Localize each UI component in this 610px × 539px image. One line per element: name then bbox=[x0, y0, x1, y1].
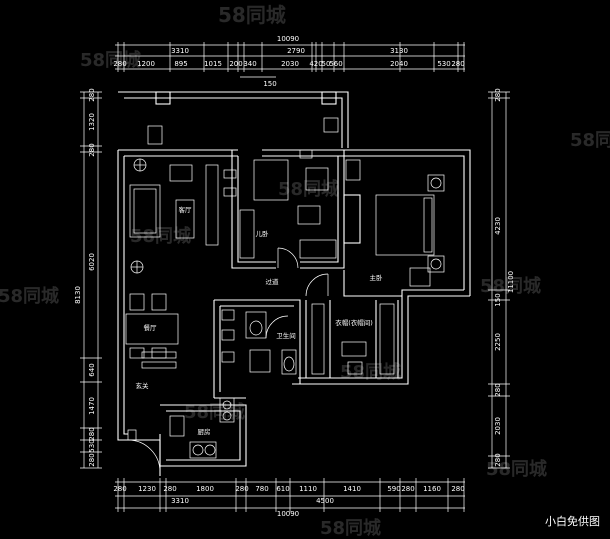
top-dim-segment: 560 bbox=[329, 60, 342, 68]
right-dim-segment: 280 bbox=[494, 88, 502, 101]
right-dim-segment: 2250 bbox=[494, 333, 502, 351]
sofa bbox=[129, 184, 161, 238]
left-dim-segment: 1470 bbox=[88, 397, 96, 415]
watermark-group: 58同城 58同城 58同城 58同城 58同城 58同城 58同城 58同城 … bbox=[0, 3, 610, 539]
room-label-dining: 餐厅 bbox=[144, 323, 158, 332]
coffee-table bbox=[175, 199, 195, 239]
top-dim-segment: 50 bbox=[322, 60, 331, 68]
left-dim-segment: 6020 bbox=[88, 253, 96, 271]
watermark-text: 58同城 bbox=[0, 285, 59, 307]
room-label-bathroom: 卫生间 bbox=[276, 331, 296, 340]
bottom-dim-segment: 1230 bbox=[138, 485, 156, 493]
right-dimension-lines bbox=[488, 91, 510, 469]
top-dim-segment: 2030 bbox=[281, 60, 299, 68]
watermark-text: 58同城 bbox=[130, 225, 191, 247]
bottom-dim-segment: 780 bbox=[255, 485, 268, 493]
watermark-text: 58同城 bbox=[184, 401, 245, 423]
left-dim-segment: 1320 bbox=[88, 113, 96, 131]
right-dim-segment: 150 bbox=[494, 293, 502, 306]
top-sub-dim: 150 bbox=[263, 80, 276, 88]
top-dim-3: 3130 bbox=[390, 47, 408, 55]
right-dim-segment: 4230 bbox=[494, 217, 502, 235]
left-dim-segment: 280 bbox=[88, 453, 96, 466]
left-dim-segment: 640 bbox=[88, 363, 96, 376]
bottom-dim-segment: 280 bbox=[235, 485, 248, 493]
bottom-dim-segment: 280 bbox=[113, 485, 126, 493]
room-label-master: 主卧 bbox=[370, 273, 384, 282]
left-total-dim: 8130 bbox=[74, 286, 82, 304]
top-dim-segment: 895 bbox=[174, 60, 187, 68]
watermark-text: 58同城 bbox=[218, 3, 286, 27]
room-label-entrance: 玄关 bbox=[136, 381, 150, 390]
right-dim-segment: 280 bbox=[494, 383, 502, 396]
watermark-text: 58同城 bbox=[80, 49, 141, 71]
room-label-corridor: 过道 bbox=[266, 277, 280, 286]
top-dim-2: 2790 bbox=[287, 47, 305, 55]
bottom-dim-segment: 1110 bbox=[299, 485, 317, 493]
left-dimension-lines bbox=[80, 91, 102, 469]
bottom-dim-segment: 1800 bbox=[196, 485, 214, 493]
bottom-dim-segment: 590 bbox=[387, 485, 400, 493]
right-total-dim: 11100 bbox=[507, 271, 515, 293]
right-dim-segment: 2030 bbox=[494, 417, 502, 435]
right-dim-segment: 280 bbox=[494, 453, 502, 466]
watermark-text: 58同城 bbox=[570, 129, 610, 151]
bottom-dim-right: 4500 bbox=[316, 497, 334, 505]
bottom-dim-segment: 280 bbox=[401, 485, 414, 493]
top-dim-segment: 280 bbox=[113, 60, 126, 68]
top-dim-segment: 2040 bbox=[390, 60, 408, 68]
right-dimension-row: 280 4230 150 2250 280 2030 280 bbox=[494, 88, 502, 466]
top-total-dim: 10090 bbox=[277, 35, 299, 43]
room-label-living: 客厅 bbox=[179, 205, 193, 214]
left-dim-segment: 530 bbox=[88, 439, 96, 452]
bottom-dim-segment: 280 bbox=[163, 485, 176, 493]
room-label-cloak: 衣帽(衣帽间) bbox=[335, 318, 373, 327]
top-dim-segment: 340 bbox=[243, 60, 256, 68]
top-dim-segment: 1015 bbox=[204, 60, 222, 68]
bottom-dim-segment: 610 bbox=[276, 485, 289, 493]
watermark-text: 58同城 bbox=[278, 178, 339, 200]
bottom-dim-segment: 280 bbox=[451, 485, 464, 493]
top-dim-segment: 200 bbox=[229, 60, 242, 68]
left-dim-segment: 280 bbox=[88, 88, 96, 101]
bottom-dim-left: 3310 bbox=[171, 497, 189, 505]
tv-cabinet bbox=[205, 164, 219, 246]
furniture bbox=[125, 117, 445, 473]
walls bbox=[117, 91, 471, 476]
room-label-child: 儿卧 bbox=[256, 230, 270, 238]
room-labels: 客厅 儿卧 过道 主卧 餐厅 玄关 卫生间 衣帽(衣帽间) 厨房 bbox=[136, 205, 384, 436]
left-dim-segment: 280 bbox=[88, 427, 96, 440]
bottom-dim-segment: 1160 bbox=[423, 485, 441, 493]
top-dimension-lines bbox=[115, 42, 465, 78]
watermark-text: 58同城 bbox=[486, 458, 547, 480]
room-label-kitchen: 厨房 bbox=[198, 427, 211, 436]
top-dim-1: 3310 bbox=[171, 47, 189, 55]
top-dim-segment: 1200 bbox=[137, 60, 155, 68]
watermark-text: 58同城 bbox=[480, 275, 541, 297]
bottom-dimension-lines bbox=[115, 478, 465, 512]
bottom-dim-segment: 1410 bbox=[343, 485, 361, 493]
top-dim-segment: 280 bbox=[451, 60, 464, 68]
top-dim-segment: 530 bbox=[437, 60, 450, 68]
watermark-text: 58同城 bbox=[320, 517, 381, 539]
watermark-text: 58同城 bbox=[340, 361, 401, 383]
dining-table bbox=[125, 313, 179, 345]
child-desk bbox=[297, 205, 321, 225]
left-dim-segment: 280 bbox=[88, 143, 96, 156]
image-credit: 小白免供图 bbox=[545, 515, 600, 528]
master-bed bbox=[375, 194, 435, 256]
top-dim-segment: 420 bbox=[309, 60, 322, 68]
bottom-total-dim: 10090 bbox=[277, 510, 299, 518]
